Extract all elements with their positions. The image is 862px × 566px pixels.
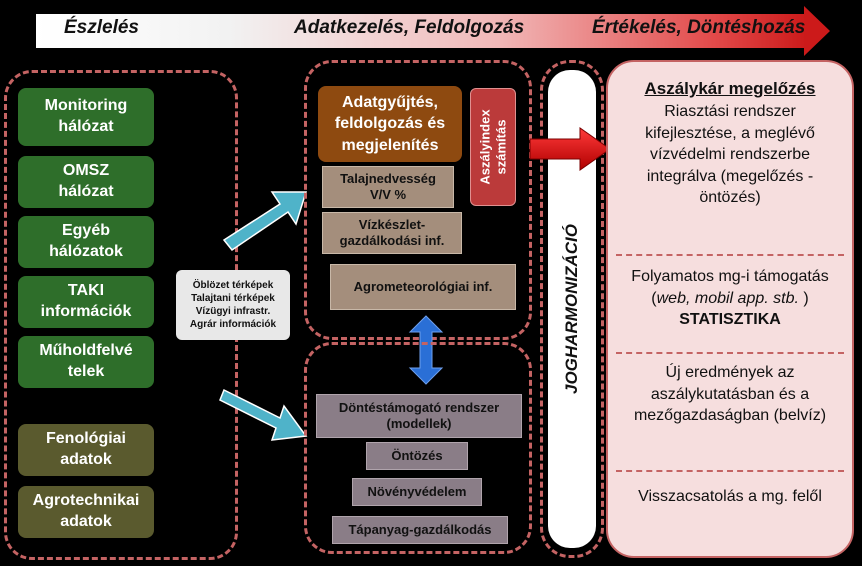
- map-info-box: Öblözet térképek Talajtani térképek Vízü…: [176, 270, 290, 340]
- data-collection-box: Adatgyűjtés, feldolgozás és megjelenítés: [318, 86, 462, 162]
- outcome-section-4: Visszacsatolás a mg. felől: [638, 488, 822, 505]
- outcome-section-2: Folyamatos mg-i támogatás (web, mobil ap…: [631, 268, 829, 329]
- process-arrow-head: [804, 6, 830, 56]
- nutrient-management-box: Tápanyag-gazdálkodás: [332, 516, 508, 544]
- decision-container: [304, 342, 532, 554]
- irrigation-box: Öntözés: [366, 442, 468, 470]
- section-divider: [616, 470, 844, 472]
- outcomes-panel: Aszálykár megelőzés Riasztási rendszer k…: [606, 60, 854, 558]
- plant-protection-box: Növényvédelem: [352, 478, 482, 506]
- process-arrow-bar: [36, 14, 806, 48]
- section-divider: [616, 352, 844, 354]
- water-resource-box: Vízkészlet-gazdálkodási inf.: [322, 212, 462, 254]
- stage-evaluation: Értékelés, Döntéshozás: [592, 17, 806, 38]
- legal-harmonization-label: JOGHARMONIZÁCIÓ: [562, 224, 581, 394]
- outcomes-title: Aszálykár megelőzés: [644, 79, 816, 98]
- lower-cyan-arrow-icon: [219, 388, 308, 441]
- outcome-section-1: Aszálykár megelőzés Riasztási rendszer k…: [608, 78, 852, 209]
- agromet-box: Agrometeorológiai inf.: [330, 264, 516, 310]
- processing-container: [304, 60, 532, 340]
- upper-cyan-arrow-icon: [222, 191, 308, 252]
- stage-perception: Észlelés: [64, 17, 139, 38]
- section-divider: [616, 254, 844, 256]
- decision-support-box: Döntéstámogató rendszer(modellek): [316, 394, 522, 438]
- drought-index-box: Aszályindex számítás: [470, 88, 516, 206]
- stage-processing: Adatkezelés, Feldolgozás: [294, 17, 525, 38]
- outcome-section-3: Új eredmények az aszálykutatásban és a m…: [633, 364, 827, 425]
- bidirectional-arrow-icon: [408, 315, 444, 385]
- legal-harmonization-frame: [540, 60, 604, 558]
- outcome-alarm-system: Riasztási rendszer kifejlesztése, a megl…: [645, 102, 815, 207]
- red-arrow-icon: [529, 127, 611, 171]
